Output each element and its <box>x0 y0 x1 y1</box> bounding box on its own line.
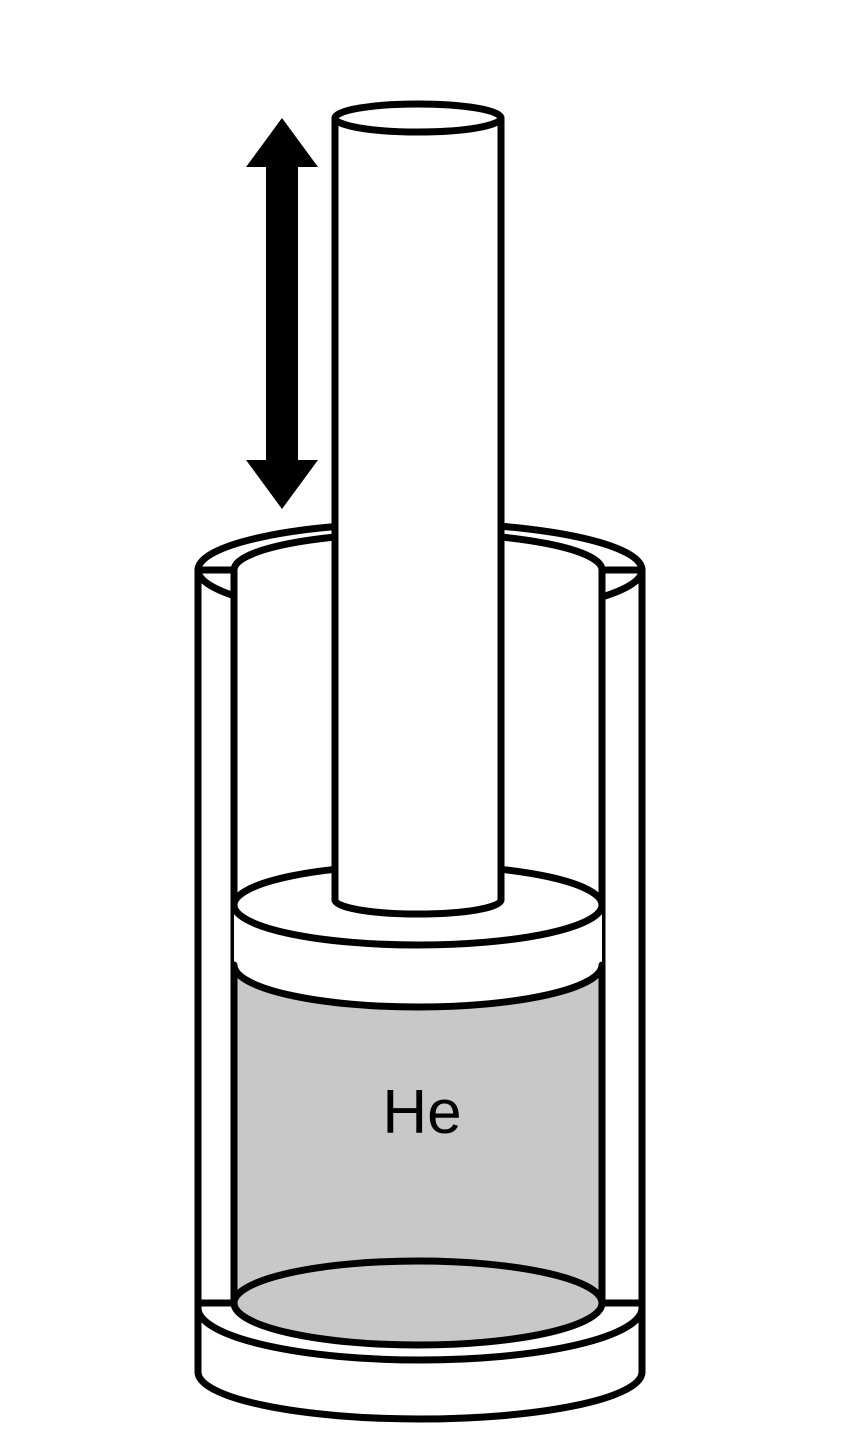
piston-disc <box>230 861 606 1011</box>
piston-rod-bottom-edge <box>331 896 505 918</box>
arrow-head-down <box>246 460 318 509</box>
gas-bottom-front-rim <box>230 1299 606 1349</box>
arrow-shaft <box>266 160 298 470</box>
gas-bottom-back-rim <box>230 1257 606 1307</box>
arrow-head-up <box>246 118 318 167</box>
gas-region: He <box>230 965 606 1349</box>
outer-cylinder-floor-rim <box>194 1304 646 1364</box>
piston-rod-body <box>335 118 501 900</box>
gas-label: He <box>382 1078 461 1147</box>
up-down-arrow-icon <box>246 118 318 509</box>
piston-disc-bottom-edge <box>230 961 606 1011</box>
piston-rod <box>331 100 505 918</box>
piston-rod-top-face <box>331 100 505 136</box>
outer-cylinder-bottom-edge <box>194 1368 646 1423</box>
gas-volume <box>234 965 602 1345</box>
